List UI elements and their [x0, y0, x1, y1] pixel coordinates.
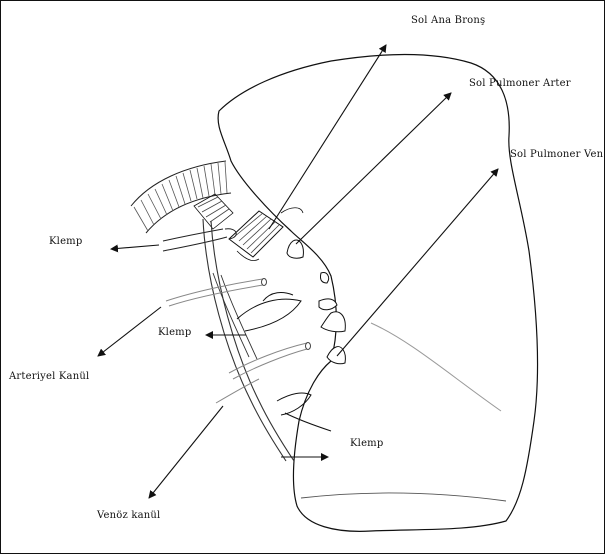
main-vessel: [203, 219, 294, 461]
base-line: [301, 493, 506, 501]
fissure-line: [371, 323, 501, 411]
arrow-clamp-left: [111, 245, 159, 249]
arrow-arterial-cannula: [98, 307, 161, 356]
arrow-venous-cannula: [149, 406, 223, 498]
label-clamp-lower: Klemp: [350, 438, 383, 449]
label-pulmonary-artery: Sol Pulmoner Arter: [469, 78, 571, 89]
clamp-lower: [277, 393, 331, 431]
arrow-pulmonary-artery: [296, 93, 451, 244]
label-clamp-left: Klemp: [49, 236, 82, 247]
clamp-middle: [237, 293, 301, 331]
hilar-openings: [287, 240, 345, 364]
lung-outline: [218, 55, 538, 532]
label-main-bronchus: Sol Ana Bronş: [411, 15, 485, 26]
aortic-arch: [131, 161, 231, 233]
label-arterial-cannula: Arteriyel Kanül: [9, 371, 89, 382]
label-clamp-middle: Klemp: [158, 327, 191, 338]
clamp-upper: [163, 229, 236, 251]
arrow-pulmonary-vein: [337, 169, 498, 356]
label-pulmonary-vein: Sol Pulmoner Ven: [510, 149, 603, 160]
label-venous-cannula: Venöz kanül: [97, 510, 160, 521]
